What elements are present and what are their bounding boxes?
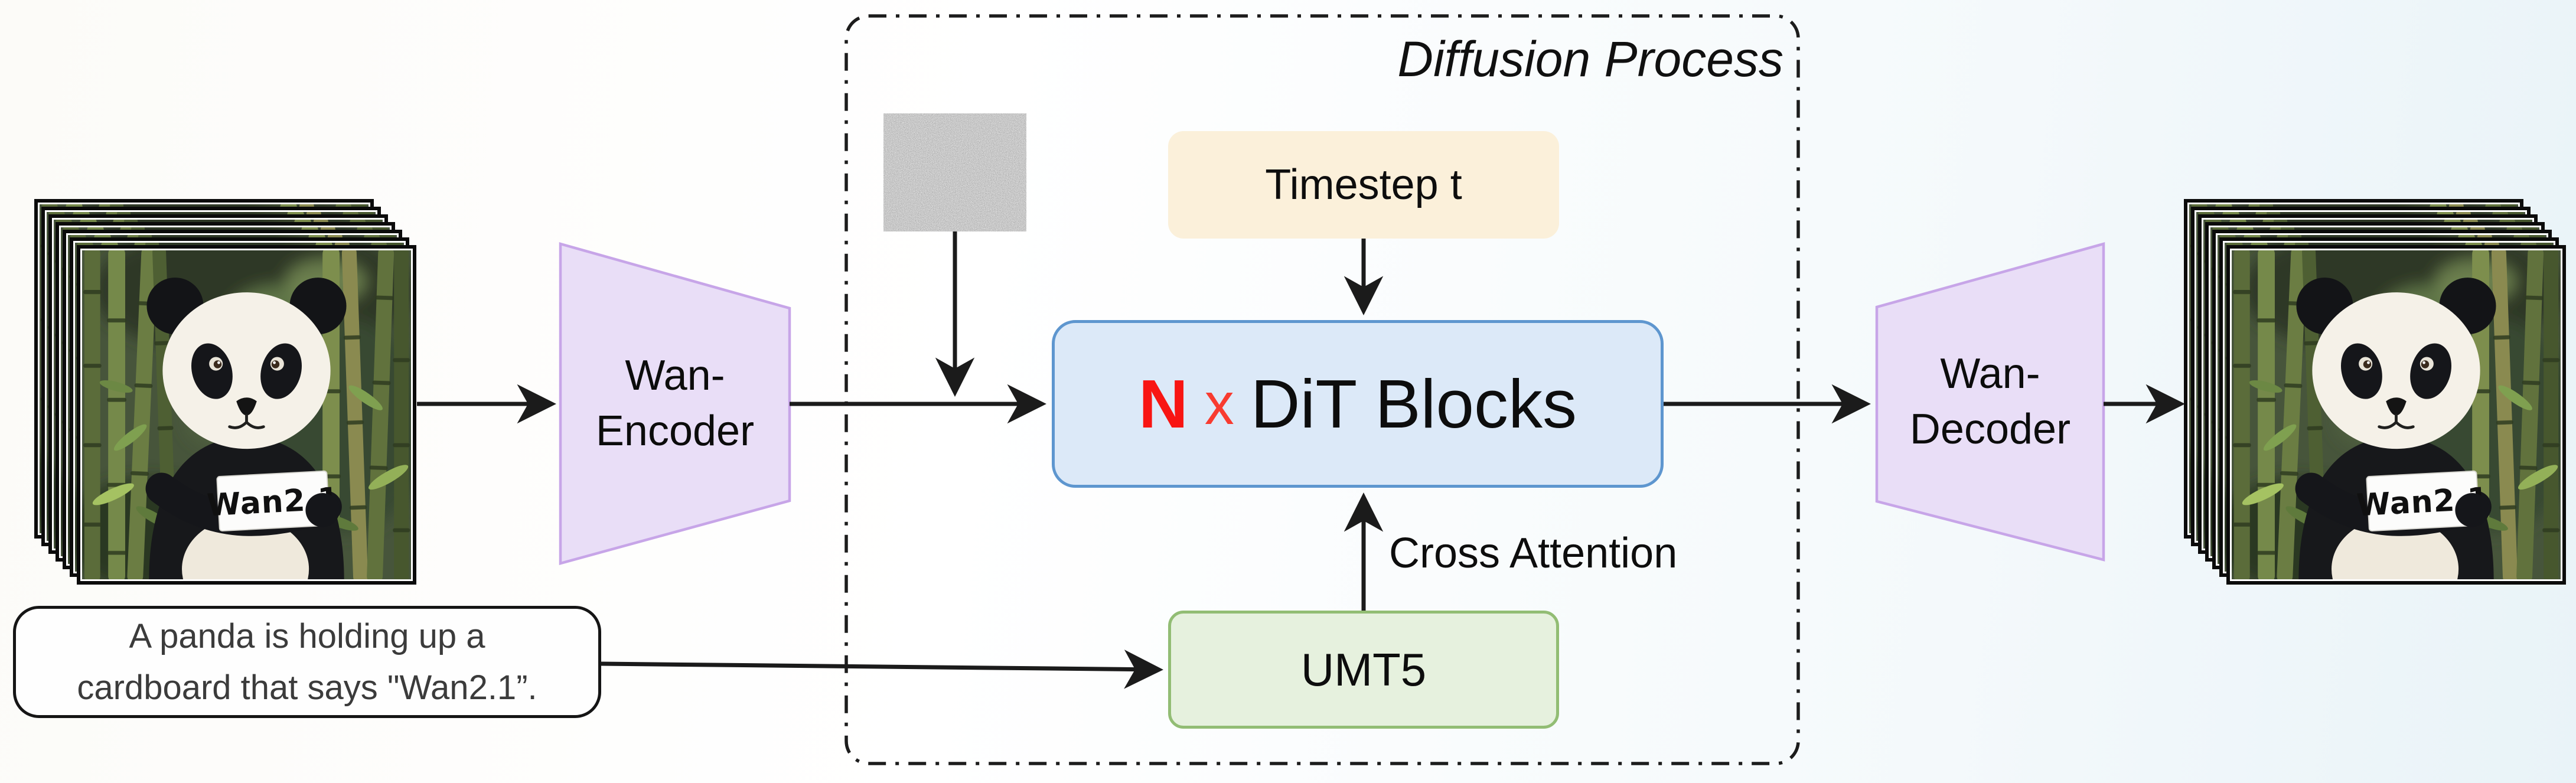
dit-label: DiT Blocks xyxy=(1250,366,1577,442)
diffusion-process-title: Diffusion Process xyxy=(1397,31,1783,87)
wan-encoder-shape xyxy=(559,242,791,565)
prompt-text-box: A panda is holding up a cardboard that s… xyxy=(13,606,601,718)
wan-decoder-label: Wan- Decoder xyxy=(1909,350,2071,453)
wan-decoder-shape xyxy=(1875,242,2105,562)
dit-count: N xyxy=(1139,366,1188,442)
cross-attention-label: Cross Attention xyxy=(1389,530,1678,577)
prompt-line-2: cardboard that says "Wan2.1”. xyxy=(77,668,537,707)
dit-times: x xyxy=(1204,370,1234,437)
timestep-node: Timestep t xyxy=(1168,131,1559,239)
wan-encoder-label: Wan- Encoder xyxy=(595,351,755,455)
timestep-label: Timestep t xyxy=(1265,161,1462,208)
diffusion-process-container xyxy=(844,14,1800,765)
dit-blocks-node: N x DiT Blocks xyxy=(1052,320,1664,488)
umt5-node: UMT5 xyxy=(1168,611,1559,729)
umt5-label: UMT5 xyxy=(1300,643,1427,696)
arrow-prompt-to-umt5 xyxy=(601,650,1163,689)
video-frame-front xyxy=(77,245,416,585)
noise-image xyxy=(883,113,1026,231)
prompt-line-1: A panda is holding up a xyxy=(129,617,485,655)
video-frame-front xyxy=(2226,245,2566,585)
